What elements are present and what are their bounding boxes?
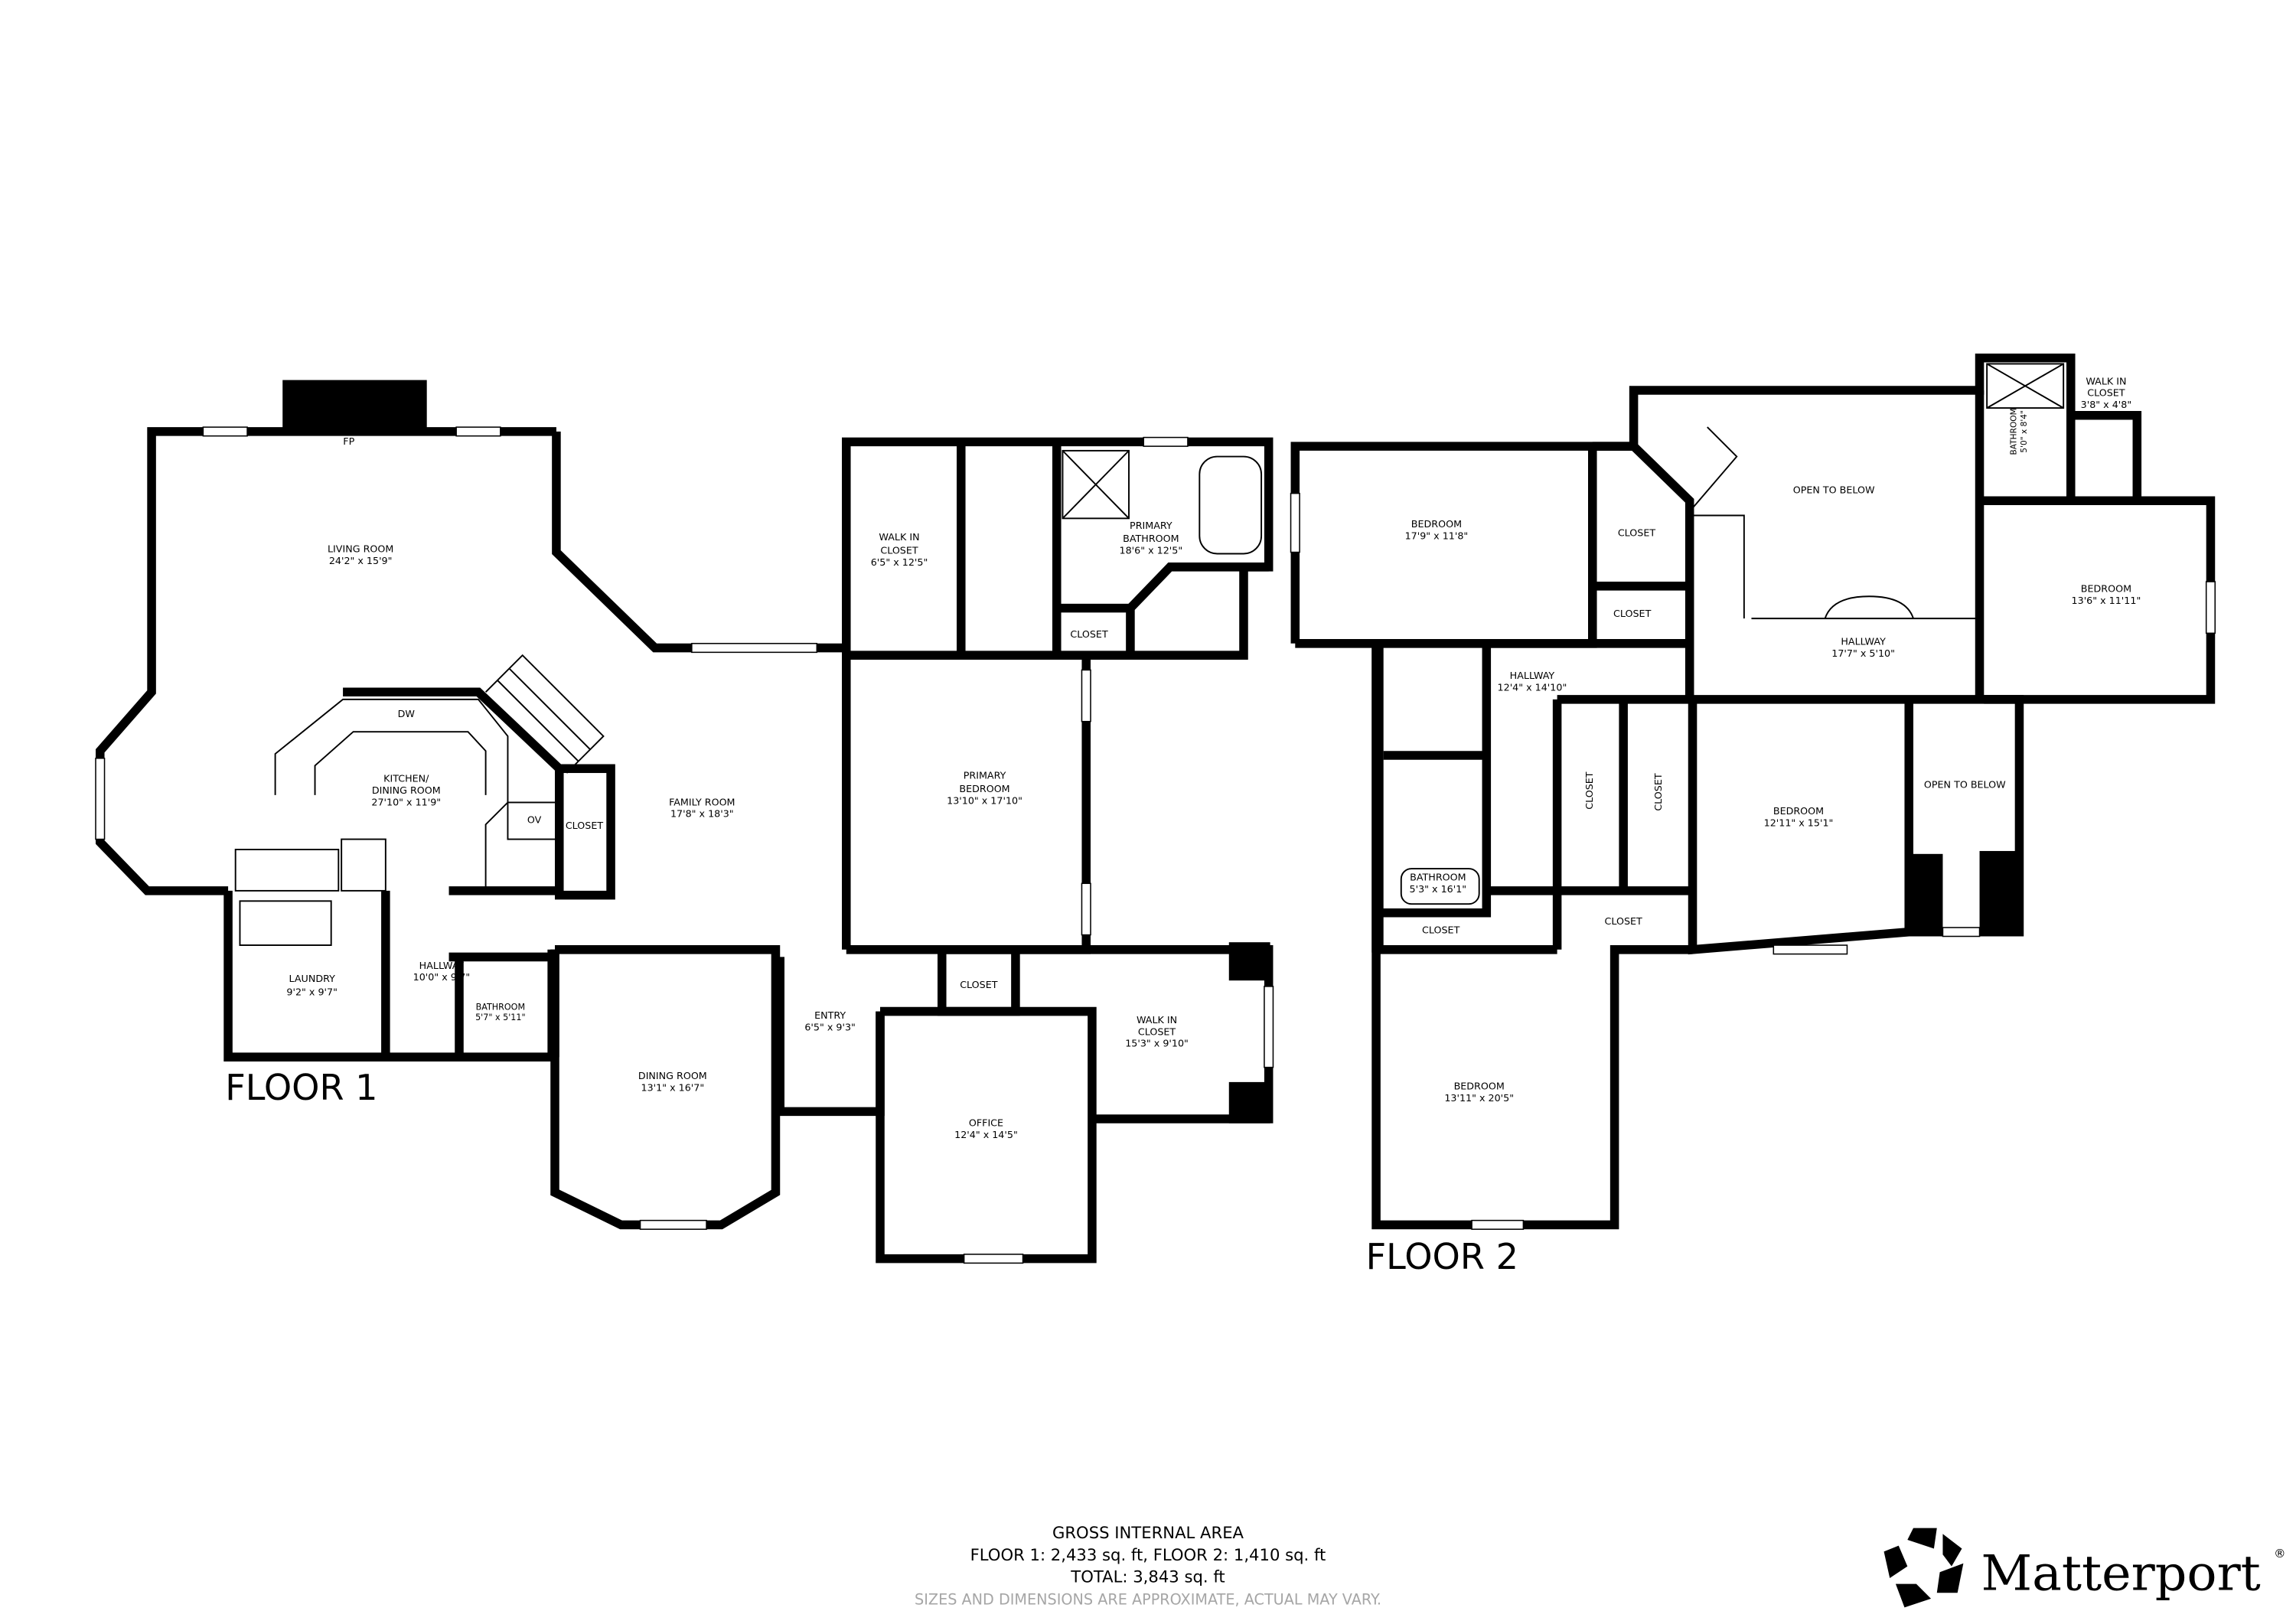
floor1-stairs: [484, 654, 605, 774]
room-name: OPEN TO BELOW: [1924, 778, 2006, 790]
room-name: KITCHEN/: [383, 773, 429, 784]
bathtub: [1400, 868, 1480, 905]
room-name: CLOSET: [880, 545, 918, 556]
room-name: CLOSET: [455, 1000, 465, 1032]
floor1-labels: FP LIVING ROOM 24'2" x 15'9" DW KITCHEN/…: [225, 435, 1189, 1140]
area-floors: FLOOR 1: 2,433 sq. ft, FLOOR 2: 1,410 sq…: [970, 1545, 1326, 1564]
shower: [1986, 363, 2065, 409]
room-name: HALLWAY: [1510, 670, 1555, 681]
room-name: HALLWAY: [1841, 636, 1886, 647]
disclaimer: SIZES AND DIMENSIONS ARE APPROXIMATE, AC…: [915, 1591, 1381, 1609]
washer-dryer: [239, 900, 332, 946]
room-dims: 3'8" x 4'8": [2081, 399, 2132, 410]
room-dims: 18'6" x 12'5": [1120, 545, 1183, 556]
room-name: BEDROOM: [1773, 805, 1824, 817]
area-total: TOTAL: 3,843 sq. ft: [1070, 1567, 1225, 1586]
room-dims: 17'9" x 11'8": [1405, 530, 1469, 541]
room-name: BATHROOM: [2010, 408, 2019, 455]
room-dims: 17'7" x 5'10": [1831, 647, 1895, 659]
floor2-title: FLOOR 2: [1366, 1236, 1518, 1277]
floor2-labels: BEDROOM 17'9" x 11'8" CLOSET CLOSET OPEN…: [1366, 375, 2141, 1277]
room-name: BEDROOM: [1411, 518, 1462, 530]
room-name: FAMILY ROOM: [669, 796, 735, 807]
room-name: CLOSET: [1422, 925, 1460, 936]
room-name: LIVING ROOM: [328, 543, 393, 555]
floor1-windows: [95, 426, 1274, 1264]
room-name: CLOSET: [566, 820, 604, 831]
room-name: PRIMARY: [964, 770, 1006, 781]
room-name: CLOSET: [1605, 915, 1643, 927]
room-name: OFFICE: [969, 1117, 1003, 1129]
room-name: CLOSET: [1138, 1026, 1176, 1037]
room-name: WALK IN: [879, 531, 919, 543]
room-dims: 5'0" x 8'4": [2020, 410, 2029, 452]
room-name: OPEN TO BELOW: [1793, 484, 1875, 496]
kitchen-counter: [274, 698, 509, 891]
room-name: CLOSET: [1618, 527, 1656, 538]
room-name: CLOSET: [1070, 628, 1108, 640]
room-dims: 13'11" x 20'5": [1444, 1092, 1514, 1104]
oven-label: OV: [527, 814, 542, 825]
area-summary: GROSS INTERNAL AREA FLOOR 1: 2,433 sq. f…: [915, 1523, 1381, 1609]
matterport-star-icon: [1883, 1528, 1964, 1608]
floor1-walls: [96, 380, 1274, 1264]
shower: [1062, 449, 1130, 520]
room-dims: 6'5" x 12'5": [871, 556, 928, 568]
bathtub: [1199, 455, 1263, 555]
room-dims: 12'4" x 14'5": [954, 1129, 1018, 1140]
room-dims: 13'6" x 11'11": [2072, 595, 2141, 606]
room-name: BEDROOM: [2081, 583, 2131, 595]
kitchen-counter-inner: [314, 731, 487, 795]
room-dims: 5'7" x 5'11": [475, 1013, 526, 1022]
room-name: DINING ROOM: [372, 784, 441, 796]
counter: [234, 849, 340, 892]
floor2-stairs: [1691, 426, 1980, 620]
room-name: CLOSET: [1583, 771, 1595, 810]
brand-name: Matterport: [1981, 1544, 2260, 1601]
floor2-windows: [1290, 492, 2216, 1230]
room-dims: 13'1" x 16'7": [641, 1081, 705, 1093]
room-dims: 12'4" x 14'10": [1498, 681, 1567, 693]
room-dims: 9'2" x 9'7": [286, 986, 338, 997]
room-name: ENTRY: [814, 1009, 846, 1021]
fireplace: [282, 380, 427, 433]
room-name: CLOSET: [2087, 387, 2125, 399]
room-dims: 12'11" x 15'1": [1764, 817, 1834, 828]
registered-mark: ®: [2274, 1547, 2285, 1560]
room-dims: 6'5" x 9'3": [804, 1022, 856, 1033]
room-name: LAUNDRY: [289, 973, 336, 984]
room-dims: 17'8" x 18'3": [670, 808, 734, 820]
room-name: BATHROOM: [476, 1003, 525, 1013]
room-name: CLOSET: [960, 979, 998, 990]
room-name: BEDROOM: [1454, 1081, 1505, 1092]
room-name: HALLWAY: [419, 960, 465, 971]
room-name: PRIMARY: [1130, 520, 1172, 531]
floor2-walls: [1290, 353, 2216, 1230]
dishwasher-label: DW: [398, 708, 416, 719]
room-dims: 24'2" x 15'9": [329, 555, 393, 566]
room-name: CLOSET: [1652, 773, 1664, 811]
room-dims: 27'10" x 11'9": [371, 796, 441, 807]
room-name: BEDROOM: [959, 783, 1009, 794]
appliance: [341, 838, 386, 892]
room-name: BATHROOM: [1410, 871, 1466, 882]
room-name: WALK IN: [1137, 1014, 1177, 1026]
area-heading: GROSS INTERNAL AREA: [1052, 1523, 1244, 1542]
floor1-title: FLOOR 1: [225, 1067, 377, 1108]
room-dims: 5'3" x 16'1": [1410, 883, 1467, 895]
fireplace-label: FP: [343, 435, 354, 447]
room-name: BATHROOM: [1123, 533, 1179, 544]
room-name: WALK IN: [2086, 375, 2126, 386]
room-dims: 10'0" x 9'7": [413, 971, 471, 983]
room-dims: 15'3" x 9'10": [1125, 1038, 1189, 1049]
room-name: CLOSET: [1613, 608, 1652, 619]
matterport-logo: Matterport ®: [1883, 1528, 2286, 1608]
room-name: DINING ROOM: [638, 1070, 707, 1081]
room-dims: 13'10" x 17'10": [947, 794, 1022, 806]
